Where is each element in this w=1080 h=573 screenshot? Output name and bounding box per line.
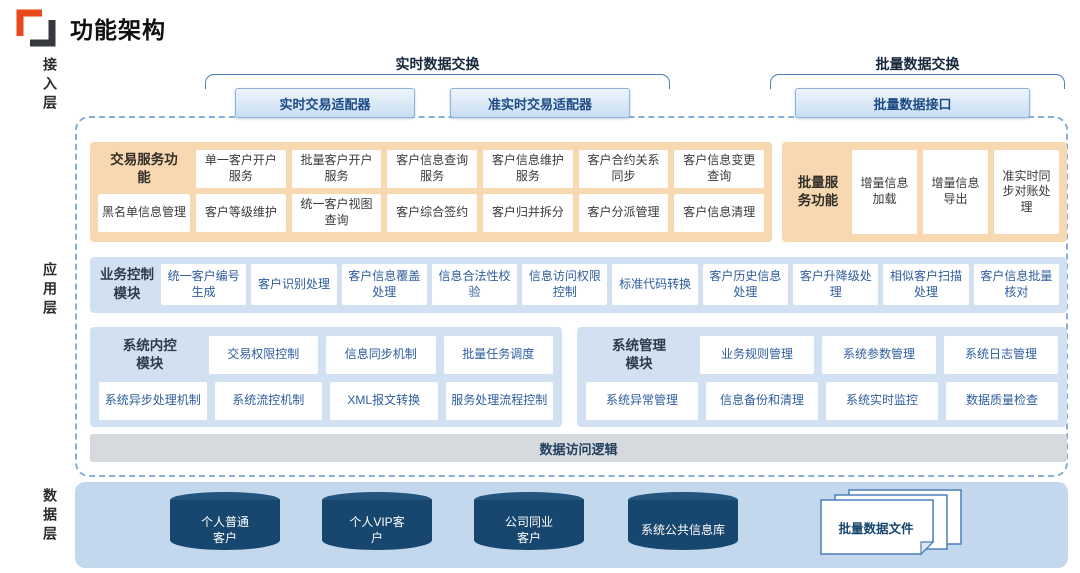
panel-title-text: 业务控制模块 [100, 267, 154, 301]
quasi-realtime-adapter-box: 准实时交易适配器 [450, 88, 630, 118]
data-access-logic-bar: 数据访问逻辑 [90, 434, 1067, 462]
function-box: 交易权限控制 [208, 336, 318, 374]
panel-title: 系统管理模块 [586, 336, 692, 374]
function-box: 相似客户扫描处理 [883, 264, 969, 305]
database-label-text: 公司同业客户 [504, 515, 553, 545]
function-box: 系统流控机制 [214, 382, 322, 420]
function-box: 客户信息变更查询 [674, 150, 765, 188]
batch-file-label: 批量数据文件 [838, 521, 914, 536]
database-cylinder: 系统公共信息库 [628, 492, 738, 556]
function-box: 服务处理流程控制 [445, 382, 553, 420]
panel-title: 交易服务功能 [98, 150, 190, 188]
function-box: 系统异步处理机制 [99, 382, 207, 420]
panel-title-text: 批量服务功能 [797, 174, 839, 208]
logo-icon [16, 9, 56, 47]
cylinder-body [170, 500, 280, 550]
function-box: 客户信息批量核对 [973, 264, 1059, 305]
batch-file-icon: 批量数据文件 [817, 488, 967, 560]
layer-label-application: 应用层 [42, 262, 58, 319]
cylinder-body [474, 500, 584, 550]
function-box: 客户升降级处理 [793, 264, 879, 305]
function-box: 客户综合签约 [387, 194, 478, 232]
function-box: 系统日志管理 [944, 336, 1058, 374]
database-cylinder: 个人VIP客户 [322, 492, 432, 556]
database-label: 系统公共信息库 [630, 508, 736, 554]
function-box: 增量信息导出 [923, 150, 988, 234]
panel-title-text: 系统内控模块 [122, 337, 177, 371]
batch-exchange-label: 批量数据交换 [875, 56, 960, 72]
database-cylinder: 个人普通客户 [170, 492, 280, 556]
realtime-exchange-label: 实时数据交换 [395, 56, 480, 72]
panel-title-text: 系统管理模块 [612, 337, 666, 371]
function-box: 数据质量检查 [946, 382, 1058, 420]
database-label: 个人VIP客户 [324, 508, 430, 554]
database-label: 公司同业客户 [476, 508, 582, 554]
function-box: 系统异常管理 [586, 382, 698, 420]
function-box: 信息访问权限控制 [522, 264, 608, 305]
function-box: 业务规则管理 [700, 336, 814, 374]
function-box: 标准代码转换 [612, 264, 698, 305]
header: 功能架构 [14, 8, 166, 48]
realtime-adapter-box: 实时交易适配器 [235, 88, 415, 118]
data-layer-container: 个人普通客户 个人VIP客户 公司同业客户 系统公共信息库 批量数据文件 [75, 482, 1068, 568]
function-box: 黑名单信息管理 [98, 194, 190, 232]
panel-title: 业务控制模块 [98, 264, 156, 305]
function-box: 客户信息维护服务 [483, 150, 573, 188]
function-box: 统一客户视图查询 [291, 194, 382, 232]
function-box: 客户归并拆分 [483, 194, 573, 232]
function-box: 客户识别处理 [251, 264, 337, 305]
function-box: 增量信息加载 [852, 150, 917, 234]
transaction-services-panel: 交易服务功能 单一客户开户服务 批量客户开户服务 客户信息查询服务 客户信息维护… [90, 142, 772, 242]
function-box: 客户分派管理 [578, 194, 669, 232]
function-box: 客户历史信息处理 [702, 264, 789, 305]
function-box: 批量任务调度 [443, 336, 553, 374]
page-title: 功能架构 [70, 17, 166, 43]
internal-control-panel: 系统内控模块 交易权限控制 信息同步机制 批量任务调度 系统异步处理机制 系统流… [90, 327, 562, 427]
cylinder-body [628, 500, 738, 550]
layer-label-access: 接入层 [42, 57, 58, 114]
function-box: XML报文转换 [330, 382, 438, 420]
function-box: 统一客户编号生成 [161, 264, 247, 305]
function-box: 客户信息清理 [674, 194, 765, 232]
panel-title-text: 交易服务功能 [110, 151, 178, 185]
batch-bracket [770, 74, 1065, 89]
database-label-text: 个人普通客户 [200, 515, 249, 545]
function-box: 信息备份和清理 [706, 382, 818, 420]
function-box: 单一客户开户服务 [196, 150, 286, 188]
business-control-panel: 业务控制模块 统一客户编号生成 客户识别处理 客户信息覆盖处理 信息合法性校验 … [90, 257, 1067, 313]
function-box: 客户等级维护 [196, 194, 286, 232]
function-box: 准实时同步对账处理 [994, 150, 1059, 234]
function-box: 系统参数管理 [822, 336, 936, 374]
database-label-text: 系统公共信息库 [640, 523, 725, 538]
function-box: 客户信息覆盖处理 [341, 264, 427, 305]
file-stack-graphic [820, 489, 962, 556]
realtime-bracket [205, 74, 670, 89]
system-management-panel: 系统管理模块 业务规则管理 系统参数管理 系统日志管理 系统异常管理 信息备份和… [577, 327, 1067, 427]
function-box: 系统实时监控 [826, 382, 938, 420]
application-layer-container: 交易服务功能 单一客户开户服务 批量客户开户服务 客户信息查询服务 客户信息维护… [75, 116, 1068, 477]
batch-services-panel: 批量服务功能 增量信息加载 增量信息导出 准实时同步对账处理 [782, 142, 1067, 242]
database-cylinder: 公司同业客户 [474, 492, 584, 556]
function-box: 批量客户开户服务 [291, 150, 382, 188]
layer-label-data: 数据层 [42, 488, 58, 545]
database-label: 个人普通客户 [172, 508, 278, 554]
function-box: 信息合法性校验 [431, 264, 518, 305]
function-box: 客户合约关系同步 [578, 150, 669, 188]
batch-interface-box: 批量数据接口 [795, 88, 1030, 118]
function-box: 客户信息查询服务 [387, 150, 478, 188]
panel-title: 批量服务功能 [790, 150, 846, 234]
panel-title: 系统内控模块 [99, 336, 201, 374]
cylinder-body [322, 500, 432, 550]
function-box: 信息同步机制 [326, 336, 436, 374]
database-label-text: 个人VIP客户 [349, 515, 405, 545]
